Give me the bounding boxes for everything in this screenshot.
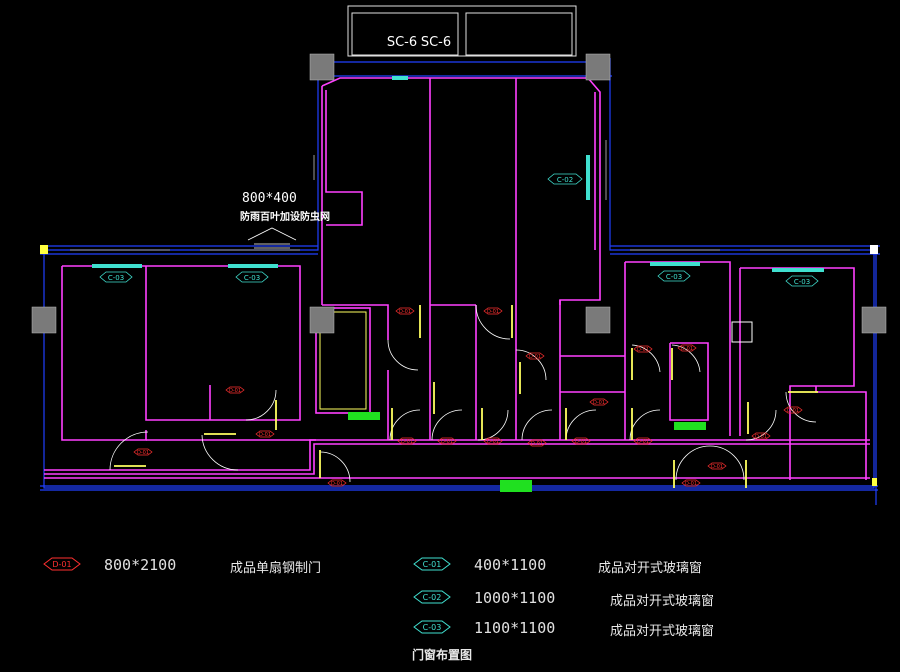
svg-text:D-01: D-01 <box>259 432 271 438</box>
window-tag-c02: C-02 <box>547 173 583 185</box>
door-tag: D-01 <box>395 307 415 315</box>
vent-symbol <box>247 227 297 249</box>
svg-text:D-01: D-01 <box>637 347 649 353</box>
svg-text:D-01: D-01 <box>755 434 767 440</box>
svg-text:C-02: C-02 <box>423 593 442 602</box>
svg-text:D-01: D-01 <box>529 354 541 360</box>
door-tag: D-01 <box>633 345 653 353</box>
door-tag: D-01 <box>483 307 503 315</box>
window-tag-c03: C-03 <box>657 270 691 282</box>
svg-text:D-01: D-01 <box>787 408 799 414</box>
interior-walls <box>44 77 870 480</box>
door-tag: D-01 <box>707 462 727 470</box>
svg-text:C-03: C-03 <box>423 623 442 632</box>
door-tag: D-01 <box>397 437 417 445</box>
sc6-label-right: SC-6 <box>421 35 451 50</box>
windows <box>92 76 824 272</box>
green-fixtures <box>348 412 706 492</box>
door-tag: D-01 <box>571 437 591 445</box>
door-tag: D-01 <box>751 432 771 440</box>
corner-marker <box>870 245 878 254</box>
svg-text:D-01: D-01 <box>137 450 149 456</box>
legend-tag-c02: C-02 <box>413 590 451 604</box>
door-tag: D-01 <box>255 430 275 438</box>
vent-size-label: 800*400 <box>242 191 297 206</box>
legend-desc-c01: 成品对开式玻璃窗 <box>598 561 703 576</box>
door-tag: D-01 <box>681 479 701 487</box>
door-tag: D-01 <box>525 352 545 360</box>
legend-size-c02: 1000*1100 <box>474 589 556 607</box>
corner-marker <box>40 245 48 254</box>
door-tags: D-01 D-01 D-01 D-01 D-01 D-01 D-01 D-01 … <box>133 307 803 487</box>
legend-size-c01: 400*1100 <box>474 556 547 574</box>
svg-text:C-03: C-03 <box>108 274 124 282</box>
legend-tag-d01: D-01 <box>43 557 81 571</box>
wall-strips <box>70 140 850 251</box>
legend-size-c03: 1100*1100 <box>474 619 556 637</box>
svg-text:D-01: D-01 <box>685 481 697 487</box>
duct-box <box>731 321 753 343</box>
legend-tag-c01: C-01 <box>413 557 451 571</box>
window-tag-c03: C-03 <box>235 271 269 283</box>
svg-text:D-01: D-01 <box>331 481 343 487</box>
window-tag-c03: C-03 <box>99 271 133 283</box>
columns <box>31 53 887 334</box>
svg-text:D-01: D-01 <box>593 400 605 406</box>
vent-desc-label: 防雨百叶加设防虫网 <box>240 212 330 223</box>
legend-tag-c03: C-03 <box>413 620 451 634</box>
svg-text:C-03: C-03 <box>794 278 810 286</box>
door-leaves <box>114 305 818 488</box>
door-tag: D-01 <box>633 437 653 445</box>
door-tag: D-01 <box>527 439 547 447</box>
door-tag: D-01 <box>437 437 457 445</box>
door-tag: D-01 <box>327 479 347 487</box>
door-tag: D-01 <box>225 386 245 394</box>
window-tags: C-03 C-03 C-02 C-03 C-03 <box>99 173 819 287</box>
svg-text:C-03: C-03 <box>244 274 260 282</box>
door-tag: D-01 <box>483 437 503 445</box>
door-tag: D-01 <box>677 344 697 352</box>
svg-text:D-01: D-01 <box>487 309 499 315</box>
window-tag-c03: C-03 <box>785 275 819 287</box>
sc6-label-left: SC-6 <box>387 35 417 50</box>
drawing-title: 门窗布置图 <box>412 648 473 662</box>
corner-marker <box>872 478 877 486</box>
svg-text:D-01: D-01 <box>229 388 241 394</box>
svg-text:D-01: D-01 <box>711 464 723 470</box>
svg-text:C-03: C-03 <box>666 273 682 281</box>
svg-text:D-01: D-01 <box>575 439 587 445</box>
svg-text:C-01: C-01 <box>423 560 442 569</box>
door-tag: D-01 <box>783 406 803 414</box>
svg-text:D-01: D-01 <box>52 560 71 569</box>
legend-tag-shapes: D-01 C-01 C-02 C-03 <box>43 557 451 634</box>
svg-text:C-02: C-02 <box>557 176 573 184</box>
door-tag: D-01 <box>589 398 609 406</box>
svg-text:D-01: D-01 <box>637 439 649 445</box>
svg-text:D-01: D-01 <box>441 439 453 445</box>
legend-desc-c02: 成品对开式玻璃窗 <box>610 594 715 609</box>
sc6-box <box>347 5 577 57</box>
svg-text:D-01: D-01 <box>401 439 413 445</box>
door-tag: D-01 <box>133 448 153 456</box>
legend-desc-d01: 成品单扇钢制门 <box>230 561 322 576</box>
legend-desc-c03: 成品对开式玻璃窗 <box>610 624 715 639</box>
doors <box>109 304 817 483</box>
svg-text:D-01: D-01 <box>487 439 499 445</box>
svg-text:D-01: D-01 <box>531 441 543 447</box>
svg-text:D-01: D-01 <box>681 346 693 352</box>
svg-text:D-01: D-01 <box>399 309 411 315</box>
legend-size-d01: 800*2100 <box>104 556 177 574</box>
